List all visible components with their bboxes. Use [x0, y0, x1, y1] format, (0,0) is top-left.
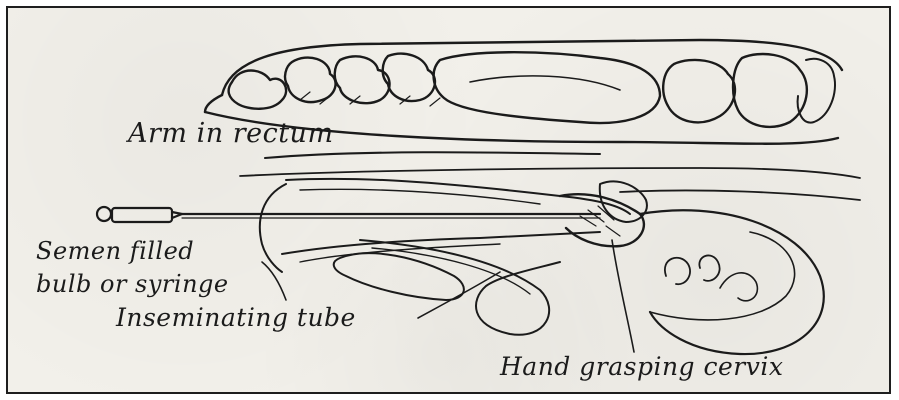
fecal-mass-5-inner [470, 76, 620, 90]
label-arm-in-rectum: Arm in rectum [128, 118, 334, 149]
rectum-upper-wall [222, 40, 842, 95]
hand-shape [600, 181, 647, 222]
uterus-outer [640, 210, 824, 354]
syringe-barrel [112, 208, 172, 222]
fecal-mass-3 [335, 56, 390, 103]
leader-line-semen [262, 262, 286, 300]
vulva-upper [260, 184, 286, 272]
vagina-upper-fold [300, 189, 540, 204]
uterus-inner [650, 232, 795, 320]
fecal-mass-6 [663, 60, 735, 122]
reproductive-tract [260, 179, 644, 272]
fecal-mass-2 [285, 58, 336, 103]
syringe [97, 207, 182, 222]
vagina-upper-wall [286, 179, 630, 214]
body-wall-line-1 [240, 168, 860, 178]
fecal-mass-5 [434, 52, 660, 123]
ovary-2 [699, 255, 719, 280]
fecal-mass-8 [798, 59, 835, 123]
rectum-left-end [205, 95, 222, 112]
syringe-tip [172, 212, 182, 218]
arm-line [265, 152, 600, 158]
label-bulb-or-syringe: bulb or syringe [36, 270, 229, 298]
fecal-mass-4 [383, 54, 435, 101]
label-semen-filled: Semen filled [36, 237, 194, 265]
bladder-outline [334, 253, 464, 300]
leader-line-hand [612, 240, 634, 352]
uterus [640, 210, 824, 354]
label-inseminating-tube: Inseminating tube [116, 303, 356, 332]
ovary-1 [665, 258, 690, 284]
fecal-mass-1 [229, 71, 286, 109]
fallopian-coil [720, 273, 757, 301]
body-wall-line-2 [620, 190, 860, 200]
bladder [334, 240, 560, 335]
label-hand-grasping-cervix: Hand grasping cervix [500, 352, 783, 381]
fecal-mass-7 [733, 54, 807, 127]
syringe-plunger-ring [97, 207, 111, 221]
